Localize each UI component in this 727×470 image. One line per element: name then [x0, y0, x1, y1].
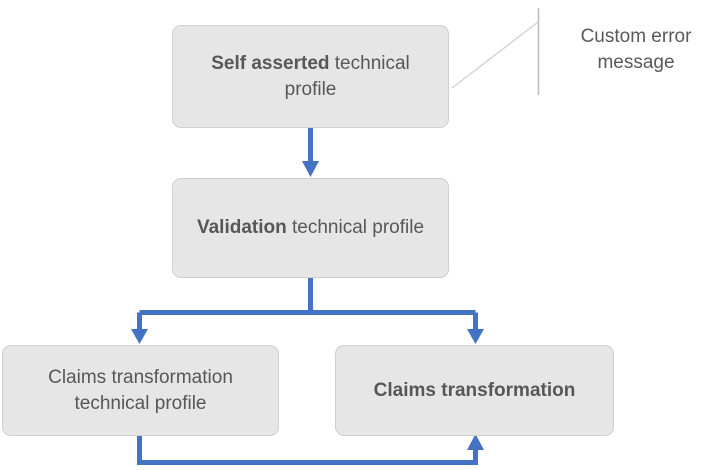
node-claims-transformation-tp-regular-text: Claims transformation technical profile [48, 367, 233, 414]
arrow-self-asserted-to-validation [302, 128, 319, 177]
node-claims-transformation[interactable]: Claims transformation [335, 345, 614, 436]
node-claims-transformation-tp-label: Claims transformation technical profile [17, 365, 264, 415]
node-self-asserted-label: Self asserted technical profile [187, 51, 434, 101]
arrow-validation-split [131, 278, 484, 344]
node-validation-bold-text: Validation [196, 217, 287, 239]
node-validation-technical-profile[interactable]: Validation technical profile [172, 178, 449, 278]
arrow-claims-tp-to-claims-transformation [137, 434, 484, 465]
custom-error-message-leader-line [451, 8, 540, 95]
custom-error-message-annotation: Custom error message [580, 26, 692, 73]
node-self-asserted-bold-text: Self asserted [211, 53, 330, 75]
node-validation-regular-text: technical profile [286, 217, 425, 239]
node-claims-transformation-bold-text: Claims transformation [373, 379, 576, 401]
node-self-asserted-regular-text: technical profile [284, 53, 410, 100]
node-validation-label: Validation technical profile [187, 215, 434, 240]
node-claims-transformation-label: Claims transformation [350, 378, 599, 403]
node-self-asserted-technical-profile[interactable]: Self asserted technical profile [172, 25, 449, 128]
node-claims-transformation-technical-profile[interactable]: Claims transformation technical profile [2, 345, 279, 436]
